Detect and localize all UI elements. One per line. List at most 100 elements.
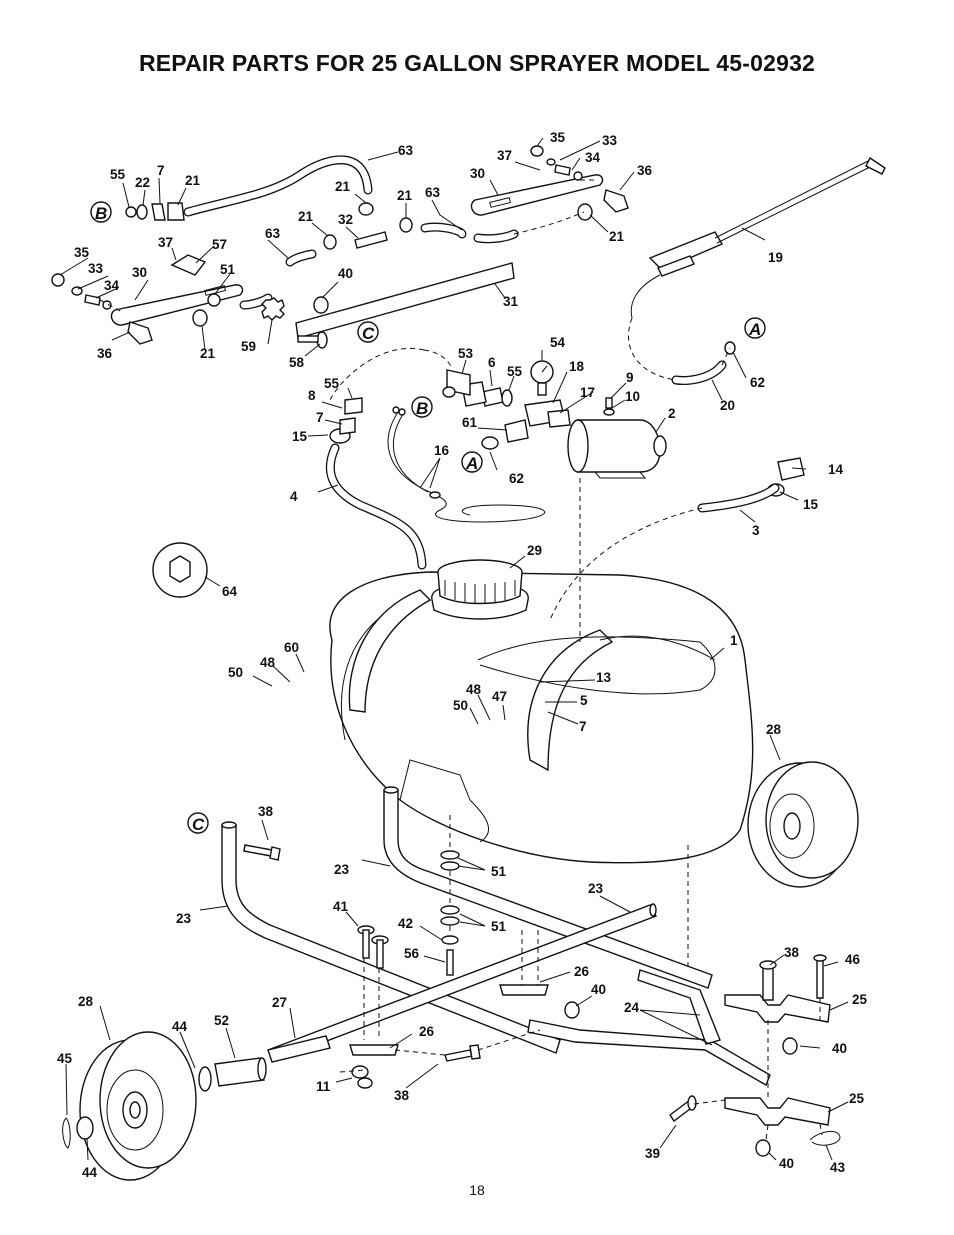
label-43: 43 — [830, 1160, 846, 1175]
label-58: 58 — [289, 355, 305, 370]
label-62: 62 — [509, 471, 524, 486]
callout-markers: B B C C A A — [90, 201, 766, 834]
label-44: 44 — [82, 1165, 98, 1180]
page-title: REPAIR PARTS FOR 25 GALLON SPRAYER MODEL… — [138, 50, 816, 76]
label-8: 8 — [308, 388, 316, 403]
label-48: 48 — [466, 682, 482, 697]
tank — [329, 571, 754, 864]
inset-fitting-64 — [152, 542, 221, 598]
label-51: 51 — [491, 919, 507, 934]
label-21: 21 — [397, 188, 413, 203]
label-30: 30 — [470, 166, 485, 181]
label-53: 53 — [458, 346, 474, 361]
label-39: 39 — [645, 1146, 660, 1161]
label-38: 38 — [394, 1088, 410, 1103]
label-9: 9 — [626, 370, 634, 385]
label-1: 1 — [730, 633, 738, 648]
label-29: 29 — [527, 543, 542, 558]
label-60: 60 — [284, 640, 299, 655]
page-number: 18 — [469, 1182, 485, 1198]
label-51: 51 — [220, 262, 236, 277]
label-59: 59 — [241, 339, 256, 354]
label-64: 64 — [222, 584, 238, 599]
label-40: 40 — [779, 1156, 794, 1171]
label-34: 34 — [104, 278, 120, 293]
assembly-lines — [99, 179, 823, 1141]
label-63: 63 — [398, 143, 414, 158]
wheel-right — [747, 761, 859, 888]
label-31: 31 — [503, 294, 519, 309]
label-63: 63 — [425, 185, 441, 200]
callout-B-top: B — [95, 204, 107, 223]
label-33: 33 — [602, 133, 618, 148]
label-2: 2 — [668, 406, 676, 421]
leader-lines — [59, 137, 849, 1161]
label-45: 45 — [57, 1051, 73, 1066]
wiring-harness — [387, 406, 545, 523]
label-46: 46 — [845, 952, 861, 967]
label-28: 28 — [78, 994, 94, 1009]
label-42: 42 — [398, 916, 413, 931]
label-51: 51 — [491, 864, 507, 879]
label-37: 37 — [497, 148, 512, 163]
label-21: 21 — [185, 173, 201, 188]
label-26: 26 — [574, 964, 590, 979]
label-38: 38 — [258, 804, 274, 819]
label-23: 23 — [588, 881, 604, 896]
label-13: 13 — [596, 670, 612, 685]
label-55: 55 — [324, 376, 340, 391]
label-52: 52 — [214, 1013, 229, 1028]
label-7: 7 — [316, 410, 324, 425]
label-3: 3 — [752, 523, 760, 538]
label-55: 55 — [507, 364, 523, 379]
gauge-and-fittings — [329, 360, 805, 497]
label-28: 28 — [766, 722, 782, 737]
label-30: 30 — [132, 265, 147, 280]
hitch-brackets — [724, 954, 831, 1126]
wheel-left — [76, 1031, 197, 1181]
label-62: 62 — [750, 375, 765, 390]
label-40: 40 — [591, 982, 606, 997]
hardware — [62, 844, 841, 1157]
label-35: 35 — [74, 245, 90, 260]
label-18: 18 — [569, 359, 585, 374]
label-36: 36 — [637, 163, 653, 178]
label-47: 47 — [492, 689, 507, 704]
label-16: 16 — [434, 443, 450, 458]
label-63: 63 — [265, 226, 281, 241]
label-7: 7 — [579, 719, 587, 734]
callout-A-right: A — [748, 320, 761, 339]
label-48: 48 — [260, 655, 276, 670]
part-labels: 63 55 7 22 21 21 21 63 21 3 2 63 35 33 37… — [57, 130, 868, 1180]
label-25: 25 — [849, 1091, 865, 1106]
tank-cap — [431, 559, 529, 620]
label-38: 38 — [784, 945, 800, 960]
label-40: 40 — [338, 266, 353, 281]
label-56: 56 — [404, 946, 420, 961]
label-35: 35 — [550, 130, 566, 145]
label-26: 26 — [419, 1024, 435, 1039]
label-17: 17 — [580, 385, 595, 400]
callout-C-top: C — [362, 324, 375, 343]
label-40: 40 — [832, 1041, 847, 1056]
label-7: 7 — [157, 163, 165, 178]
label-50: 50 — [228, 665, 243, 680]
label-21: 21 — [335, 179, 351, 194]
label-41: 41 — [333, 899, 349, 914]
callout-A-mid: A — [465, 454, 478, 473]
callout-B-mid: B — [416, 399, 428, 418]
nozzle-assemblies — [51, 145, 736, 355]
label-5: 5 — [580, 693, 588, 708]
label-37: 37 — [158, 235, 173, 250]
label-4: 4 — [290, 489, 298, 504]
spray-wand — [630, 156, 886, 319]
label-19: 19 — [768, 250, 783, 265]
label-34: 34 — [585, 150, 601, 165]
label-20: 20 — [720, 398, 735, 413]
label-33: 33 — [88, 261, 104, 276]
label-50: 50 — [453, 698, 468, 713]
label-21: 21 — [200, 346, 216, 361]
hoses — [183, 155, 780, 570]
label-22: 22 — [135, 175, 150, 190]
